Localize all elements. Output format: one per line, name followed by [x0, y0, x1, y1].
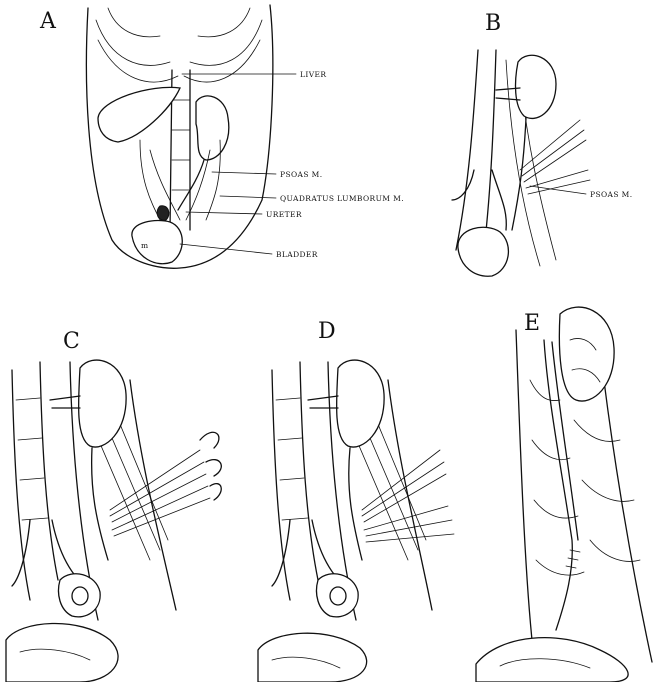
quadratus-leader — [220, 196, 276, 198]
panel-c-letter: C — [63, 329, 80, 354]
panel-d: D — [258, 319, 454, 682]
panel-a: A — [39, 5, 404, 268]
panel-c-drawing — [6, 360, 221, 682]
bladder-mark: m — [141, 241, 149, 250]
panel-e-letter: E — [524, 311, 540, 336]
panel-b-letter: B — [485, 11, 501, 36]
panel-d-letter: D — [318, 319, 336, 344]
label-quadratus: QUADRATUS LUMBORUM M. — [280, 194, 404, 203]
panel-e-drawing — [476, 307, 652, 682]
panel-d-drawing — [258, 360, 454, 682]
label-bladder: BLADDER — [276, 250, 318, 259]
panel-a-abdomen-drawing: m — [86, 5, 272, 268]
panel-e: E — [476, 307, 652, 682]
bladder-leader — [180, 244, 272, 254]
label-ureter: URETER — [266, 210, 302, 219]
label-psoas-b: PSOAS M. — [590, 190, 633, 199]
panel-b-drawing — [452, 50, 590, 276]
panel-a-letter: A — [39, 9, 57, 34]
label-liver: LIVER — [300, 70, 326, 79]
label-psoas-a: PSOAS M. — [280, 170, 323, 179]
panel-b: B PSOAS M. — [452, 11, 633, 276]
ureter-leader — [186, 212, 262, 214]
panel-c: C — [6, 329, 221, 682]
